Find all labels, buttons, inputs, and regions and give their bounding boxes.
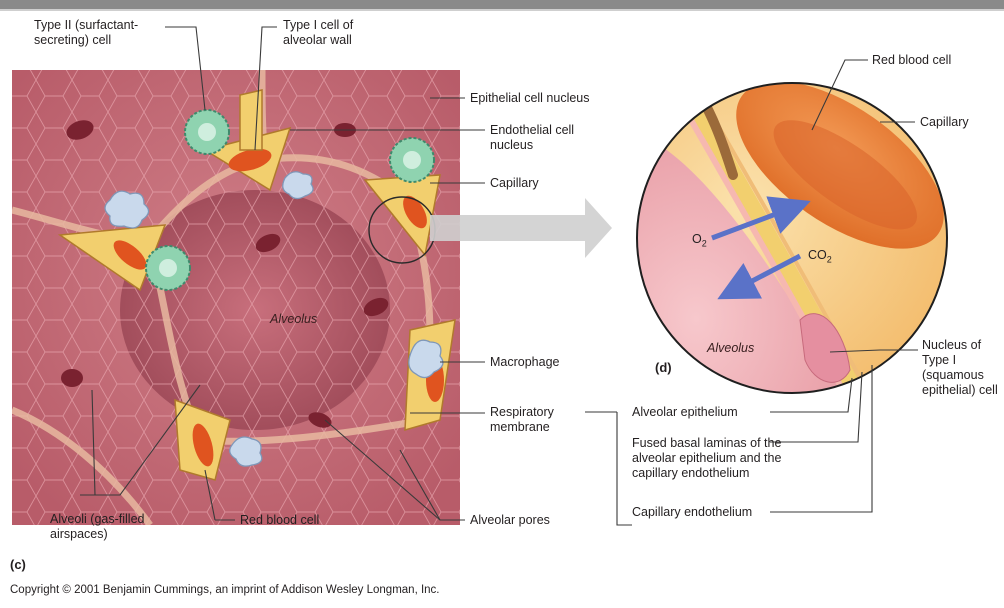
label-type1-cell: Type I cell of alveolar wall bbox=[283, 18, 391, 48]
label-alveoli: Alveoli (gas-filled airspaces) bbox=[50, 512, 175, 542]
label-co2: CO2 bbox=[808, 248, 832, 268]
label-o2: O2 bbox=[692, 232, 707, 252]
label-capillary-c: Capillary bbox=[490, 176, 539, 191]
label-respiratory-membrane: Respiratory membrane bbox=[490, 405, 576, 435]
label-epithelial-nucleus: Epithelial cell nucleus bbox=[470, 91, 590, 106]
label-nucleus-type1: Nucleus of Type I (squamous epithelial) … bbox=[922, 338, 1000, 398]
panel-c-illustration bbox=[12, 70, 460, 525]
label-red-blood-cell-c: Red blood cell bbox=[240, 513, 319, 528]
label-red-blood-cell-d: Red blood cell bbox=[872, 53, 951, 68]
panel-c-tag: (c) bbox=[10, 557, 26, 572]
label-macrophage: Macrophage bbox=[490, 355, 560, 370]
label-alveolar-pores: Alveolar pores bbox=[470, 513, 550, 528]
panel-d-tag: (d) bbox=[655, 360, 672, 375]
copyright-text: Copyright © 2001 Benjamin Cummings, an i… bbox=[10, 584, 440, 596]
label-alveolar-epithelium: Alveolar epithelium bbox=[632, 405, 738, 420]
label-alveolus-c: Alveolus bbox=[270, 312, 317, 327]
label-capillary-endothelium: Capillary endothelium bbox=[632, 505, 752, 520]
label-capillary-d: Capillary bbox=[920, 115, 969, 130]
label-endothelial-nucleus: Endothelial cell nucleus bbox=[490, 123, 590, 153]
label-fused-basal-laminas: Fused basal laminas of the alveolar epit… bbox=[632, 436, 810, 481]
label-alveolus-d: Alveolus bbox=[707, 341, 754, 356]
label-type2-cell: Type II (surfactant-secreting) cell bbox=[34, 18, 169, 48]
